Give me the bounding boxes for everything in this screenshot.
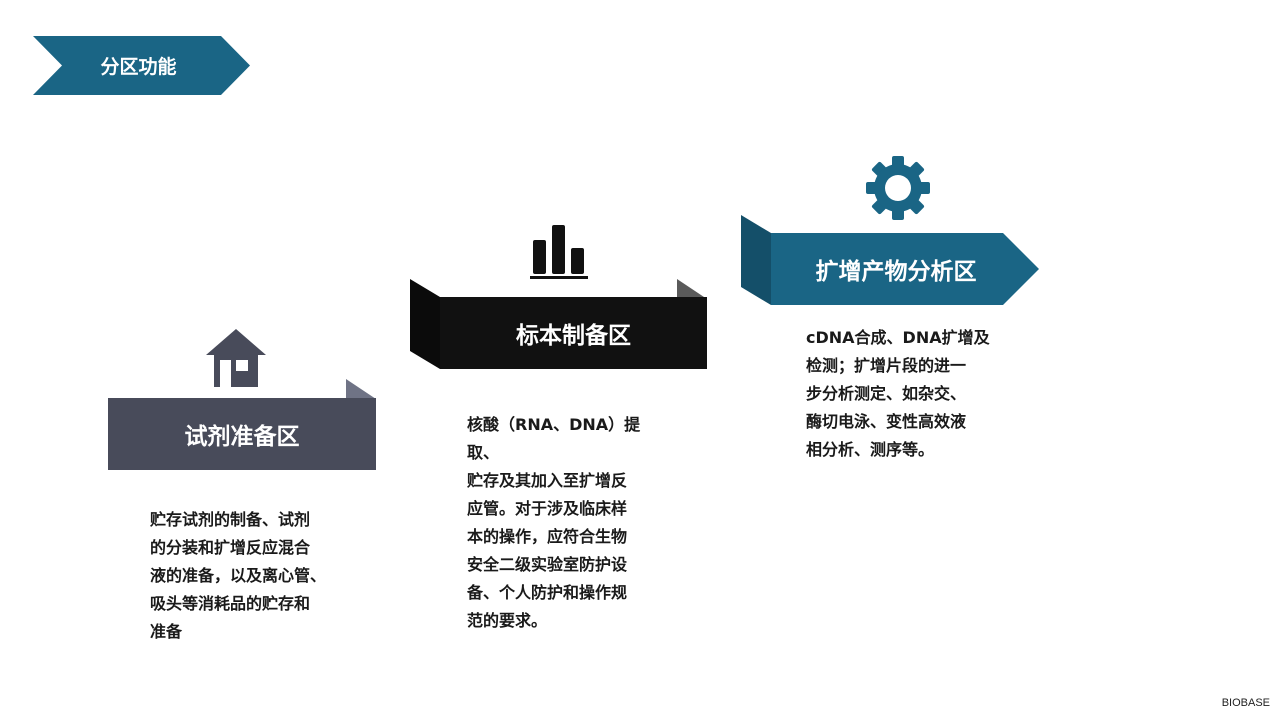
section-title: 分区功能 [100,56,177,78]
card1-description: 贮存试剂的制备、试剂 的分装和扩增反应混合 液的准备，以及离心管、 吸头等消耗品… [150,510,327,641]
card1-fold [346,379,376,399]
card2-description: 核酸（RNA、DNA）提取、 贮存及其加入至扩增反 应管。对于涉及临床样 本的操… [467,415,641,630]
card1-title: 试剂准备区 [108,398,376,470]
card3-side [741,215,771,305]
home-icon [206,329,266,387]
card3-arrow-shape [771,233,1039,305]
card2-title: 标本制备区 [440,297,707,369]
card2-side [410,279,440,369]
gear-icon [866,156,930,220]
bar-chart-icon [530,225,588,279]
card3-description: cDNA合成、DNA扩增及 检测；扩增片段的进一 步分析测定、如杂交、 酶切电泳… [806,328,990,459]
card3-title: 扩增产物分析区 [815,259,977,285]
brand-label: BIOBASE [1221,697,1270,709]
card2-fold [677,279,707,299]
header-arrow-shape [33,36,250,95]
